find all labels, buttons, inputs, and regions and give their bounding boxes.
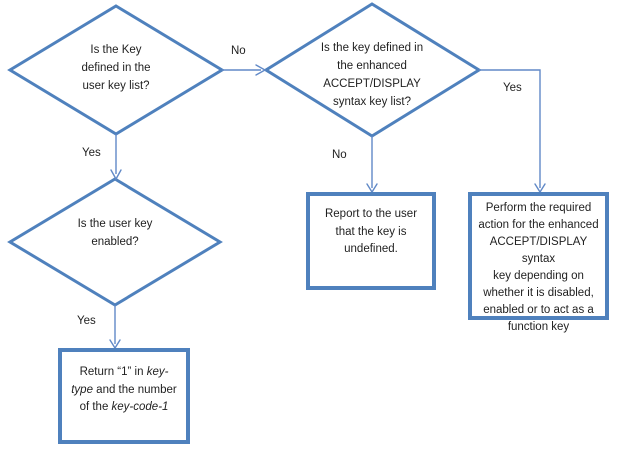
edge-label-no-d2-report: No bbox=[332, 149, 347, 161]
decision-2-text: Is the key defined in the enhanced ACCEP… bbox=[320, 42, 424, 108]
decision-3-text: Is the user key enabled? bbox=[77, 218, 153, 248]
process-box-return-key-type: Return “1” in key- type and the number o… bbox=[58, 348, 190, 444]
edge-label-yes-d3-return: Yes bbox=[77, 315, 96, 327]
connector-d2-perform bbox=[479, 69, 541, 188]
edge-label-no-d1-d2: No bbox=[231, 45, 246, 57]
process-box-report-undefined: Report to the user that the key is undef… bbox=[306, 192, 436, 290]
arrowhead-d1-d2 bbox=[255, 64, 267, 76]
process-box-perform-action: Perform the required action for the enha… bbox=[468, 192, 609, 333]
arrowhead-d1-d3 bbox=[110, 169, 122, 181]
decision-1-text: Is the Key defined in the user key list? bbox=[81, 44, 151, 92]
edge-label-yes-d2-perform: Yes bbox=[503, 82, 522, 94]
edge-label-yes-d1-d3: Yes bbox=[82, 147, 101, 159]
